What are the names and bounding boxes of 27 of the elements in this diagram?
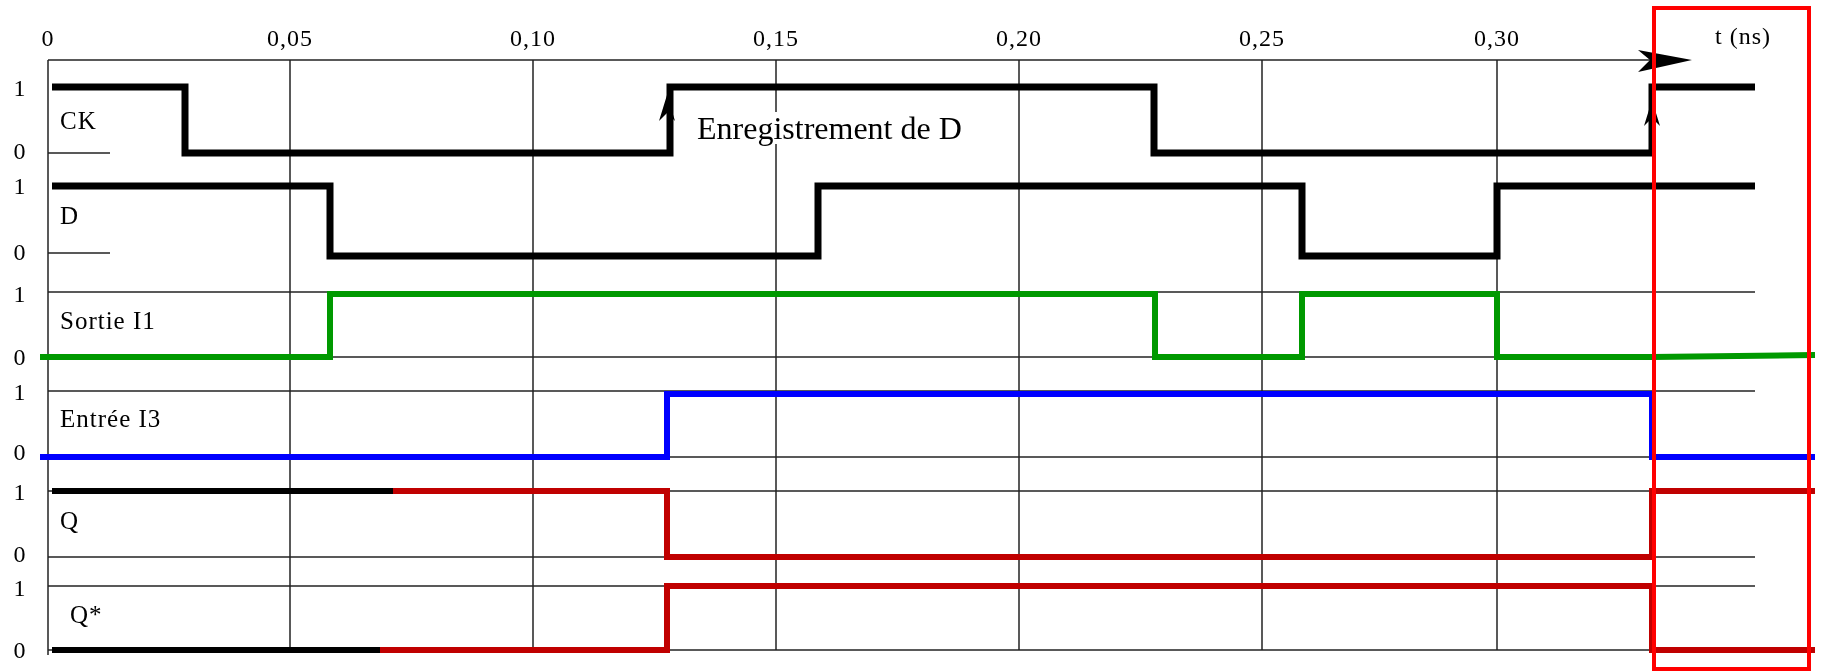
level-label: 0 — [13, 440, 27, 464]
signal-label: CK — [60, 107, 97, 133]
level-label: 1 — [13, 174, 27, 198]
signal-label: Q — [60, 507, 80, 533]
tick-label: 0 — [41, 26, 55, 50]
signal-label: Entrée I3 — [60, 405, 162, 431]
signal-label: Sortie I1 — [60, 307, 156, 333]
tick-label: 0,05 — [267, 26, 313, 50]
tick-label: 0,10 — [510, 26, 556, 50]
level-label: 1 — [13, 576, 27, 600]
signal-label: D — [60, 202, 80, 228]
tick-label: 0,15 — [753, 26, 799, 50]
level-label: 1 — [13, 380, 27, 404]
level-label: 1 — [13, 282, 27, 306]
tick-label: 0,20 — [996, 26, 1042, 50]
level-label: 0 — [13, 638, 27, 662]
level-label: 0 — [13, 139, 27, 163]
tick-label: 0,25 — [1239, 26, 1285, 50]
tick-label: 0,30 — [1474, 26, 1520, 50]
level-label: 1 — [13, 480, 27, 504]
level-label: 1 — [13, 76, 27, 100]
level-label: 0 — [13, 345, 27, 369]
level-label: 0 — [13, 240, 27, 264]
annotation-text: Enregistrement de D — [697, 112, 962, 144]
level-label: 0 — [13, 542, 27, 566]
axis-label: t (ns) — [1715, 24, 1771, 48]
signal-label: Q* — [70, 601, 103, 627]
